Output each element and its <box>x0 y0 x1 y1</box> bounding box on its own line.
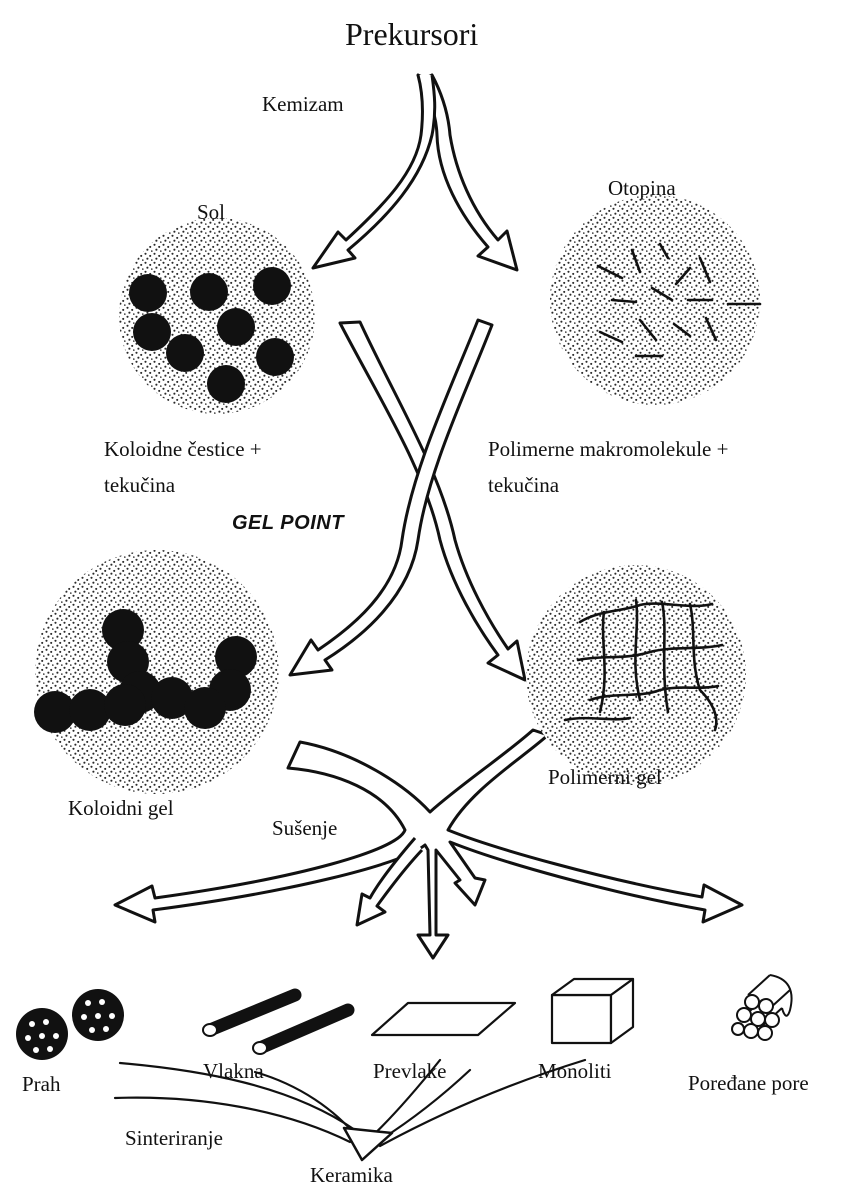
chemistry-label: Kemizam <box>262 92 344 116</box>
sol-colloid-circle-icon <box>119 218 315 414</box>
solution-polymer-circle-icon <box>550 195 762 405</box>
powder-label: Prah <box>22 1072 61 1096</box>
colloidal-gel-label: Koloidni gel <box>68 796 174 820</box>
polymer-gel-label: Polimerni gel <box>548 765 662 789</box>
arrow-gelation-cross <box>288 318 527 682</box>
polymer-desc-line2: tekučina <box>488 473 560 497</box>
gel-point-label: GEL POINT <box>232 512 344 534</box>
precursors-label: Prekursori <box>345 16 479 52</box>
coatings-label: Prevlake <box>373 1059 447 1083</box>
arrow-precursor-split <box>311 73 519 272</box>
aligned-pores-label: Poređane pore <box>688 1071 809 1095</box>
monoliths-label: Monoliti <box>538 1059 612 1083</box>
monolith-cube-icon <box>550 977 635 1045</box>
ceramics-label: Keramika <box>310 1163 393 1187</box>
powder-spheres-icon <box>16 989 124 1060</box>
colloid-desc-line2: tekučina <box>104 473 176 497</box>
sintering-label: Sinteriranje <box>125 1126 223 1150</box>
sol-label: Sol <box>197 200 226 224</box>
colloidal-gel-circle-icon <box>34 550 279 794</box>
arrow-drying-fan <box>113 728 744 960</box>
arrow-ceramics-head <box>342 1126 394 1162</box>
drying-label: Sušenje <box>272 816 338 840</box>
polymer-desc-line1: Polimerne makromolekule + <box>488 437 729 461</box>
colloid-desc-line1: Koloidne čestice + <box>104 437 262 461</box>
aligned-pores-icon <box>731 974 793 1041</box>
fibers-label: Vlakna <box>203 1059 264 1083</box>
coating-sheet-icon <box>370 1001 517 1037</box>
polymer-gel-circle-icon <box>526 565 746 785</box>
fibers-icon <box>202 988 355 1055</box>
solution-label: Otopina <box>608 176 676 200</box>
